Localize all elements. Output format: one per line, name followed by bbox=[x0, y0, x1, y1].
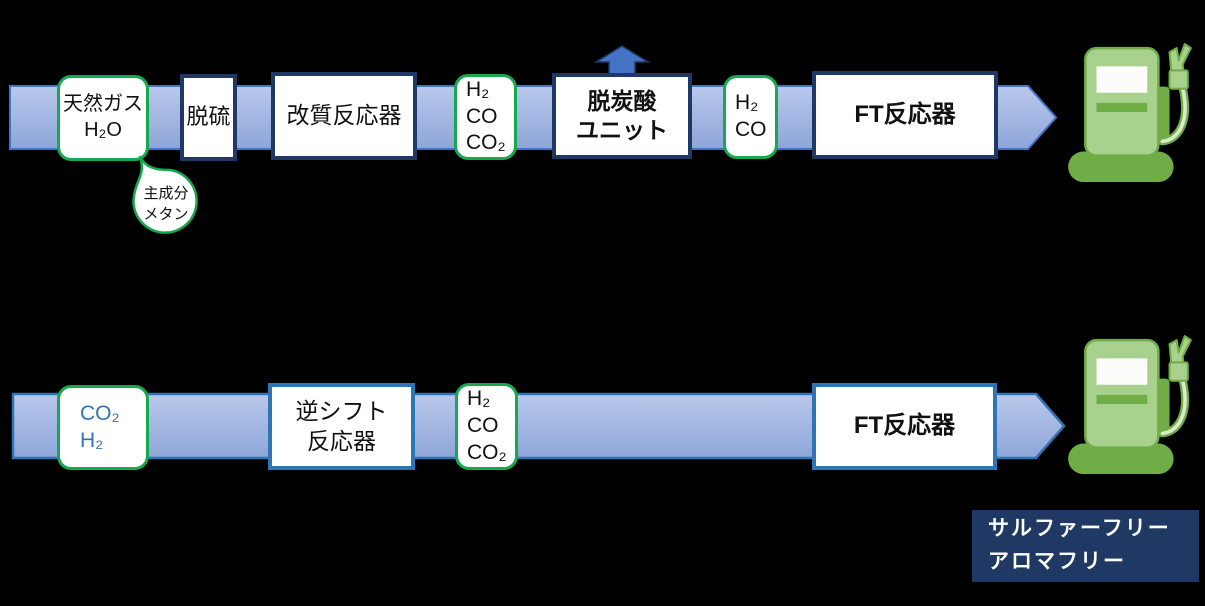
feed-line: 天然ガス bbox=[63, 93, 143, 116]
ft-reactor-box-top: FT反応器 bbox=[812, 71, 998, 159]
label-line: サルファーフリー bbox=[988, 517, 1171, 541]
methane-callout-text: 主成分 メタン bbox=[131, 183, 201, 225]
chem-line: CO bbox=[467, 414, 499, 438]
callout-line: メタン bbox=[143, 206, 189, 223]
natural-gas-feed-box: 天然ガス H₂O bbox=[57, 75, 149, 161]
callout-line: 主成分 bbox=[143, 185, 189, 202]
box-label: 脱硫 bbox=[186, 104, 231, 130]
box-label: 脱炭酸 bbox=[587, 87, 657, 114]
box-label: 反応器 bbox=[307, 427, 376, 454]
desulfurization-box: 脱硫 bbox=[180, 74, 237, 161]
syngas-composition-box: H₂ CO CO₂ bbox=[454, 74, 517, 160]
box-label: 改質反応器 bbox=[286, 102, 402, 129]
box-label: ユニット bbox=[576, 117, 668, 143]
chem-line: H₂ bbox=[467, 387, 491, 411]
reverse-shift-reactor-box: 逆シフト 反応器 bbox=[268, 383, 415, 470]
chem-line: CO bbox=[466, 104, 498, 128]
h2-co-box: H₂ CO bbox=[723, 75, 778, 159]
label-line: アロマフリー bbox=[988, 550, 1126, 573]
chem-line: H₂ bbox=[735, 91, 759, 115]
fuel-pump-icon bbox=[1068, 335, 1192, 474]
chem-line: CO bbox=[735, 118, 767, 141]
reformer-box: 改質反応器 bbox=[271, 72, 417, 160]
chem-line: H₂ bbox=[80, 428, 104, 452]
feed-line: H₂O bbox=[84, 119, 122, 141]
chem-line: CO₂ bbox=[467, 440, 507, 464]
box-label: FT反応器 bbox=[853, 412, 956, 440]
fuel-pump-icon bbox=[1068, 43, 1192, 182]
box-label: FT反応器 bbox=[854, 100, 956, 128]
syngas-composition-box-bottom: H₂ CO CO₂ bbox=[455, 383, 518, 470]
ft-reactor-box-bottom: FT反応器 bbox=[812, 383, 997, 470]
chem-line: CO₂ bbox=[466, 131, 506, 155]
chem-line: CO₂ bbox=[80, 401, 120, 425]
co2-h2-feed-box: CO₂ H₂ bbox=[57, 385, 149, 470]
product-quality-label: サルファーフリー アロマフリー bbox=[972, 510, 1199, 582]
decarbonation-unit-box: 脱炭酸 ユニット bbox=[552, 73, 692, 159]
chem-line: H₂ bbox=[466, 77, 490, 101]
box-label: 逆シフト bbox=[295, 398, 388, 425]
